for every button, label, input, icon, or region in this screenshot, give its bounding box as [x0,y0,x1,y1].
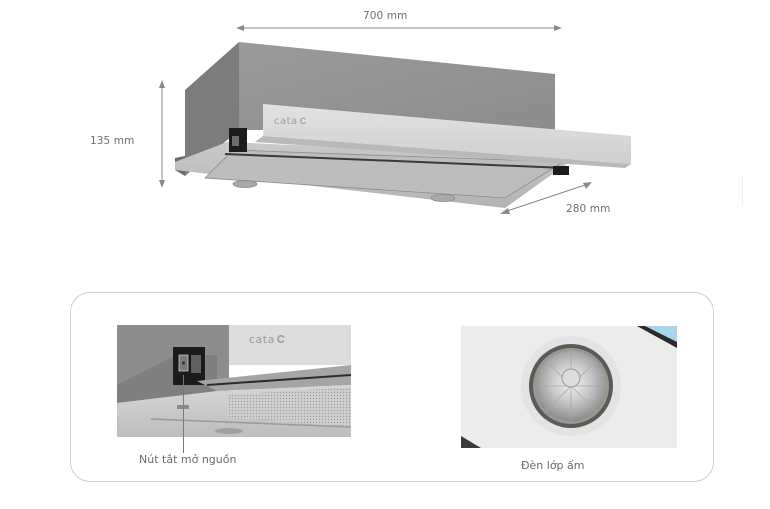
power-switch-photo [117,325,351,437]
inset-brand-logo-text: cata [249,333,275,346]
depth-dimension-arrow [500,182,592,214]
brand-logo-mark-icon: 𝐂 [299,117,307,127]
inset-brand-logo-mark-icon: 𝐂 [276,333,286,346]
halogen-lamp-photo [461,326,677,448]
brand-logo-text: cata [274,116,298,127]
height-dimension-arrow [159,80,165,188]
halogen-lamp-caption: Đèn lớp ấm [521,459,585,472]
depth-label: 280 mm [566,203,611,215]
range-hood-illustration [175,42,631,208]
product-diagram: 700 mm 135 mm 280 mm [90,10,743,215]
detail-halogen-lamp [461,326,677,448]
power-switch-pointer-line [183,375,184,453]
width-label: 700 mm [363,10,408,22]
power-switch-caption: Nút tắt mở nguồn [139,453,237,466]
height-label: 135 mm [90,135,135,147]
decorative-line [742,176,743,206]
width-dimension-arrow [236,25,562,31]
